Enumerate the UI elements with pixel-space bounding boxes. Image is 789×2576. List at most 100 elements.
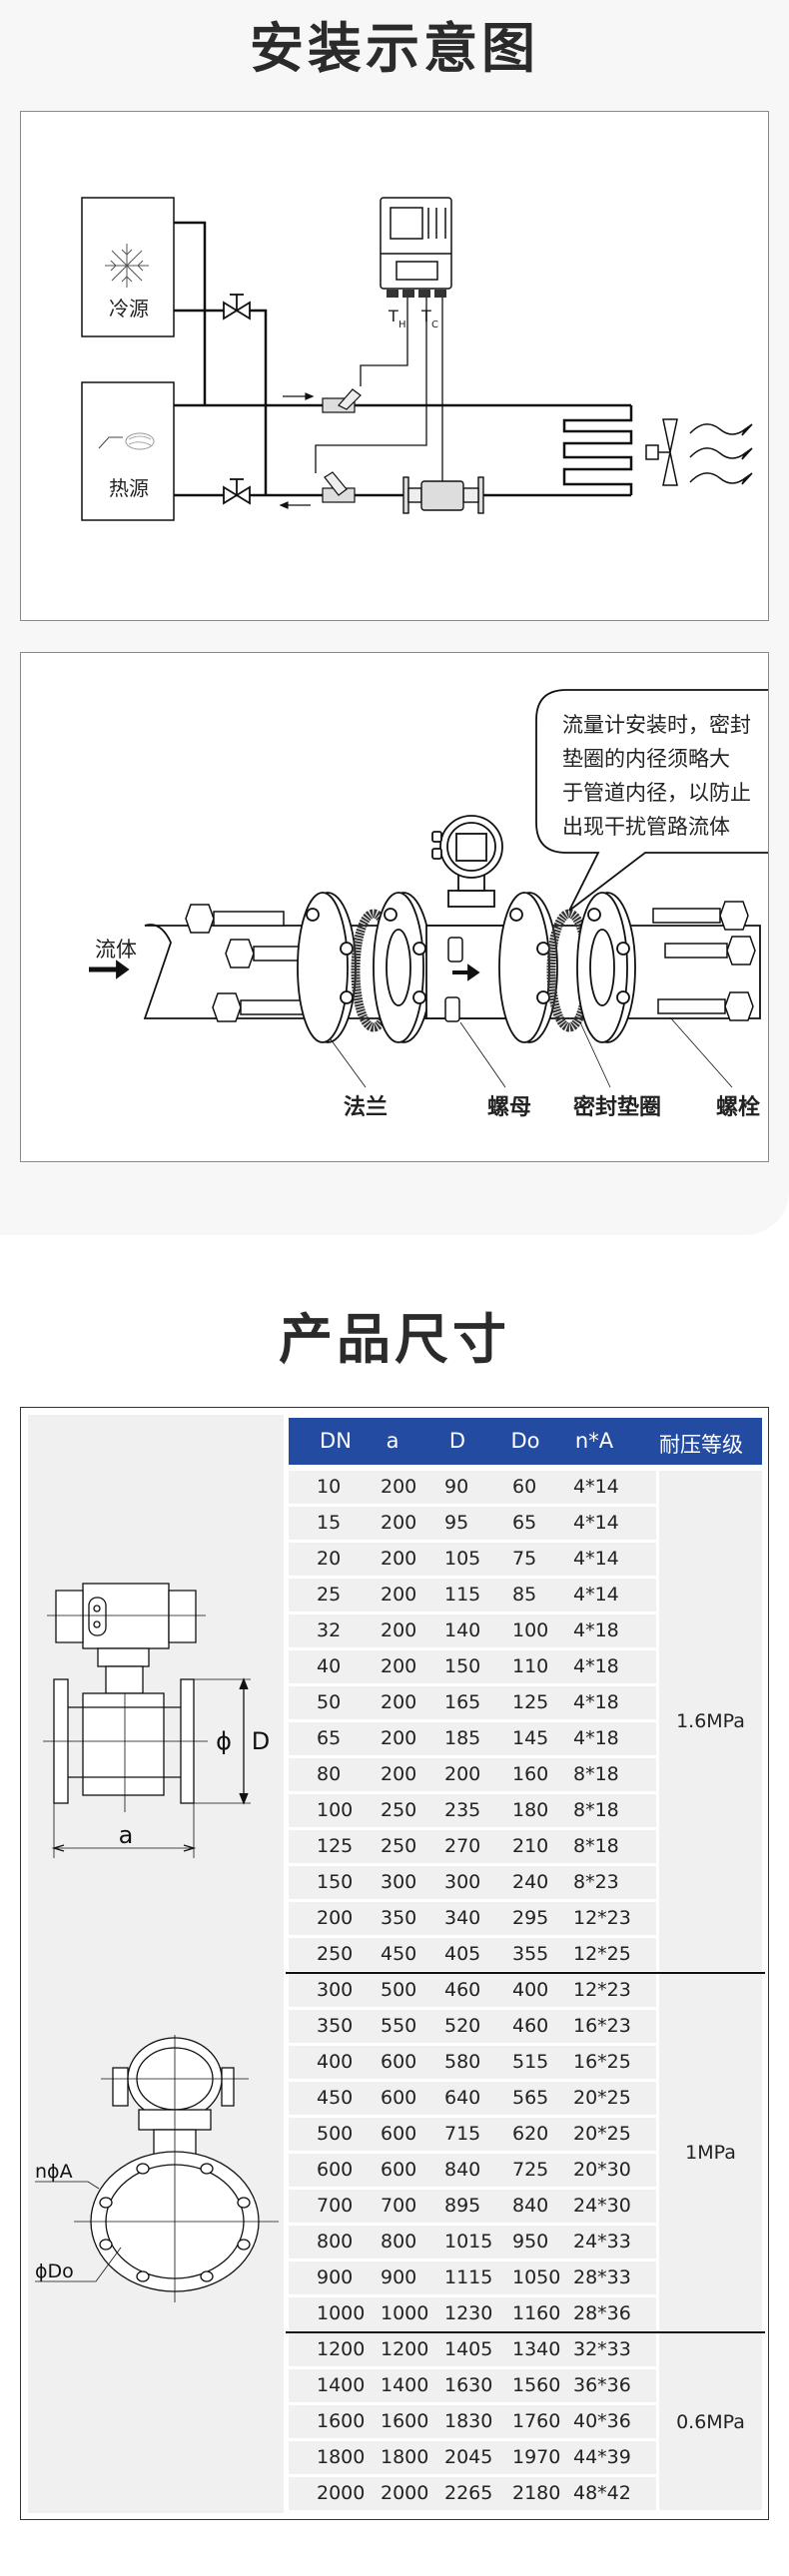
cell-do: 210 [512, 1835, 549, 1857]
cell-dn: 300 [317, 1979, 354, 2001]
cell-dn: 600 [317, 2159, 354, 2181]
cell-d: 300 [444, 1871, 481, 1893]
flow-arrow-right [283, 392, 315, 400]
cell-do: 1560 [512, 2374, 561, 2396]
cold-source-label: 冷源 [109, 297, 149, 321]
cell-do: 460 [512, 2015, 549, 2037]
dimension-section-title: 产品尺寸 [279, 1308, 510, 1371]
pressure-rating-cell: 1MPa [659, 1974, 762, 2330]
cell-n-a: 28*36 [573, 2302, 631, 2324]
cell-n-a: 12*25 [573, 1943, 631, 1965]
leader-lines [330, 1016, 733, 1088]
cell-do: 620 [512, 2123, 549, 2145]
hot-source-box: 热源 [81, 381, 175, 521]
cell-dn: 15 [317, 1512, 342, 1534]
table-header: DN a D Do n*A 耐压等级 [289, 1418, 762, 1465]
cell-dn: 20 [317, 1548, 342, 1570]
cell-a: 2000 [381, 2482, 429, 2504]
cell-do: 1760 [512, 2410, 561, 2432]
cell-dn: 32 [317, 1619, 342, 1641]
cell-a: 200 [381, 1476, 417, 1498]
cell-a: 200 [381, 1619, 417, 1641]
flange-left-a [297, 892, 357, 1043]
transmitter-head [431, 815, 503, 908]
header-a: a [386, 1429, 399, 1453]
group-divider [286, 2331, 765, 2333]
cell-n-a: 8*23 [573, 1871, 619, 1893]
front-view-drawing: nϕA ϕDo [35, 2035, 279, 2302]
flange-right-a [498, 892, 558, 1043]
cell-n-a: 32*33 [573, 2338, 631, 2360]
cell-dn: 1200 [317, 2338, 366, 2360]
nut-label: 螺母 [487, 1095, 531, 1120]
cell-do: 355 [512, 1943, 549, 1965]
cell-d: 165 [444, 1691, 481, 1713]
hot-source-label: 热源 [109, 476, 149, 500]
sensor-wires [315, 298, 443, 484]
gasket-label: 密封垫圈 [573, 1094, 661, 1120]
header-pressure-rating: 耐压等级 [659, 1433, 743, 1457]
cell-a: 550 [381, 2015, 417, 2037]
fluid-arrow [89, 960, 130, 979]
cell-d: 235 [444, 1799, 481, 1821]
cell-dn: 25 [317, 1584, 342, 1606]
cell-do: 1160 [512, 2302, 561, 2324]
cell-a: 600 [381, 2051, 417, 2073]
cell-dn: 400 [317, 2051, 354, 2073]
cell-a: 350 [381, 1907, 417, 1929]
flow-arrow-inner [452, 964, 480, 981]
cell-do: 65 [512, 1512, 537, 1534]
cell-do: 295 [512, 1907, 549, 1929]
cell-do: 950 [512, 2231, 549, 2253]
cell-n-a: 4*18 [573, 1655, 619, 1677]
note-line-2: 垫圈的内径须略大 [562, 747, 730, 771]
fan-icon [645, 418, 678, 486]
cell-a: 600 [381, 2159, 417, 2181]
cell-d: 580 [444, 2051, 481, 2073]
cell-a: 800 [381, 2231, 417, 2253]
cell-n-a: 44*39 [573, 2446, 631, 2468]
valve-icon-hot [223, 478, 251, 505]
heating-system-diagram: 冷源 热源 T H T C [20, 111, 769, 621]
note-line-3: 于管道内径，以防止 [562, 781, 751, 805]
airflow-arrows [689, 423, 753, 485]
cell-dn: 200 [317, 1907, 354, 1929]
cell-d: 840 [444, 2159, 481, 2181]
note-line-1: 流量计安装时，密封 [562, 713, 751, 737]
cell-a: 500 [381, 1979, 417, 2001]
bolt-label: 螺栓 [716, 1095, 760, 1120]
cell-a: 250 [381, 1799, 417, 1821]
cell-do: 145 [512, 1727, 549, 1749]
cell-do: 60 [512, 1476, 537, 1498]
cell-a: 450 [381, 1943, 417, 1965]
cell-dn: 50 [317, 1691, 342, 1713]
table-row: 250 450 405 355 12*25 [289, 1938, 656, 1971]
cell-dn: 250 [317, 1943, 354, 1965]
th-label: T [388, 307, 398, 325]
cell-a: 200 [381, 1548, 417, 1570]
cell-a: 600 [381, 2087, 417, 2109]
cell-dn: 125 [317, 1835, 354, 1857]
note-line-4: 出现干扰管路流体 [562, 815, 730, 839]
header-n-a: n*A [574, 1429, 614, 1453]
cell-n-a: 16*25 [573, 2051, 631, 2073]
temperature-sensor-supply [322, 388, 362, 413]
cell-n-a: 4*14 [573, 1584, 619, 1606]
cell-d: 405 [444, 1943, 481, 1965]
header-dn: DN [320, 1429, 352, 1453]
cell-dn: 1800 [317, 2446, 366, 2468]
a-label: a [119, 1821, 134, 1849]
cell-do: 1340 [512, 2338, 561, 2360]
